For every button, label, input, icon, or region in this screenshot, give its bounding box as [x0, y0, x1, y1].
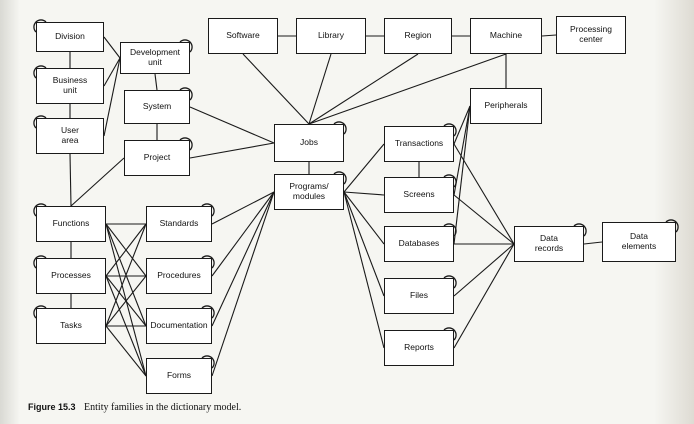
figure-caption-text: Entity families in the dictionary model.: [84, 402, 242, 413]
entity-division: Division: [36, 22, 104, 52]
connector-library-jobs: [308, 53, 332, 125]
connector-functions-forms: [105, 223, 147, 377]
entity-reports: Reports: [384, 330, 454, 366]
entity-programs-modules: Programs/ modules: [274, 174, 344, 210]
entity-label: Functions: [52, 218, 90, 229]
entity-label: Data records: [534, 233, 564, 253]
page-edge-shadow-left: [0, 0, 20, 424]
entity-label: Transactions: [394, 138, 444, 149]
connector-project-jobs: [189, 142, 275, 159]
connector-system-jobs: [189, 106, 275, 144]
connector-procedures-programs_modules: [211, 191, 275, 277]
entity-label: Machine: [489, 30, 523, 41]
connector-screens-data_records: [453, 194, 515, 245]
connector-user_area-development_unit: [103, 57, 121, 137]
entity-system: System: [124, 90, 190, 124]
entity-region: Region: [384, 18, 452, 54]
connector-data_records-data_elements: [583, 241, 603, 245]
entity-data-elements: Data elements: [602, 222, 676, 262]
connector-files-data_records: [453, 243, 515, 297]
entity-tasks: Tasks: [36, 308, 106, 344]
entity-machine: Machine: [470, 18, 542, 54]
connector-reports-data_records: [453, 243, 515, 349]
entity-forms: Forms: [146, 358, 212, 394]
connector-region-jobs: [308, 53, 419, 125]
connector-tasks-procedures: [105, 275, 147, 327]
entity-transactions: Transactions: [384, 126, 454, 162]
connector-peripherals-transactions: [453, 105, 471, 145]
entity-label: User area: [61, 125, 79, 145]
entity-user-area: User area: [36, 118, 104, 154]
entity-databases: Databases: [384, 226, 454, 262]
entity-label: Business unit: [52, 75, 88, 95]
entity-label: Processing center: [569, 24, 613, 44]
entity-label: Databases: [398, 238, 440, 249]
entity-documentation: Documentation: [146, 308, 212, 344]
entity-screens: Screens: [384, 177, 454, 213]
connector-documentation-programs_modules: [211, 191, 275, 327]
connector-business_unit-development_unit: [103, 57, 121, 87]
connector-peripherals-databases: [453, 105, 471, 245]
entity-library: Library: [296, 18, 366, 54]
entity-software: Software: [208, 18, 278, 54]
figure-caption: Figure 15.3 Entity families in the dicti…: [28, 402, 241, 413]
entity-functions: Functions: [36, 206, 106, 242]
entity-label: Forms: [166, 370, 192, 381]
entity-jobs: Jobs: [274, 124, 344, 162]
entity-label: Tasks: [60, 320, 82, 331]
entity-business-unit: Business unit: [36, 68, 104, 104]
entity-label: Screens: [403, 189, 435, 200]
entity-label: Reports: [404, 342, 434, 353]
entity-development-unit: Development unit: [120, 42, 190, 74]
entity-procedures: Procedures: [146, 258, 212, 294]
connector-division-development_unit: [103, 36, 121, 59]
entity-label: Files: [410, 290, 428, 301]
connector-standards-programs_modules: [211, 191, 275, 225]
entity-label: Software: [226, 30, 260, 41]
connector-tasks-forms: [105, 325, 147, 377]
entity-label: Data elements: [621, 231, 657, 251]
connector-development_unit-system: [154, 73, 158, 91]
connector-tasks-standards: [105, 223, 147, 327]
connector-machine-jobs: [308, 53, 507, 125]
connector-user_area-functions: [69, 153, 72, 207]
connector-programs_modules-files: [343, 191, 385, 297]
entity-peripherals: Peripherals: [470, 88, 542, 124]
entity-label: Peripherals: [484, 100, 528, 111]
connector-processes-standards: [105, 223, 147, 277]
figure-number: Figure 15.3: [28, 402, 76, 412]
connector-functions-project: [70, 157, 125, 207]
page-edge-shadow-right: [654, 0, 694, 424]
connector-programs_modules-reports: [343, 191, 385, 349]
connector-transactions-data_records: [453, 143, 515, 245]
connector-software-jobs: [242, 53, 310, 125]
connector-peripherals-screens: [453, 105, 471, 196]
entity-label: Project: [143, 152, 171, 163]
entity-label: Procedures: [157, 270, 201, 281]
entity-label: System: [142, 101, 172, 112]
connector-programs_modules-screens: [343, 191, 385, 196]
connector-machine-processing_center: [541, 34, 557, 37]
entity-processes: Processes: [36, 258, 106, 294]
entity-processing-center: Processing center: [556, 16, 626, 54]
entity-label: Standards: [159, 218, 199, 229]
entity-label: Development unit: [129, 47, 181, 67]
entity-data-records: Data records: [514, 226, 584, 262]
entity-label: Programs/ modules: [289, 181, 329, 201]
connector-programs_modules-transactions: [343, 143, 385, 193]
entity-files: Files: [384, 278, 454, 314]
entity-label: Division: [55, 31, 85, 42]
connector-programs_modules-databases: [343, 191, 385, 245]
entity-label: Library: [318, 30, 344, 41]
entity-standards: Standards: [146, 206, 212, 242]
connector-forms-programs_modules: [211, 191, 275, 377]
entity-label: Documentation: [150, 320, 208, 331]
entity-label: Jobs: [300, 137, 318, 148]
entity-label: Region: [404, 30, 432, 41]
entity-project: Project: [124, 140, 190, 176]
entity-label: Processes: [51, 270, 91, 281]
